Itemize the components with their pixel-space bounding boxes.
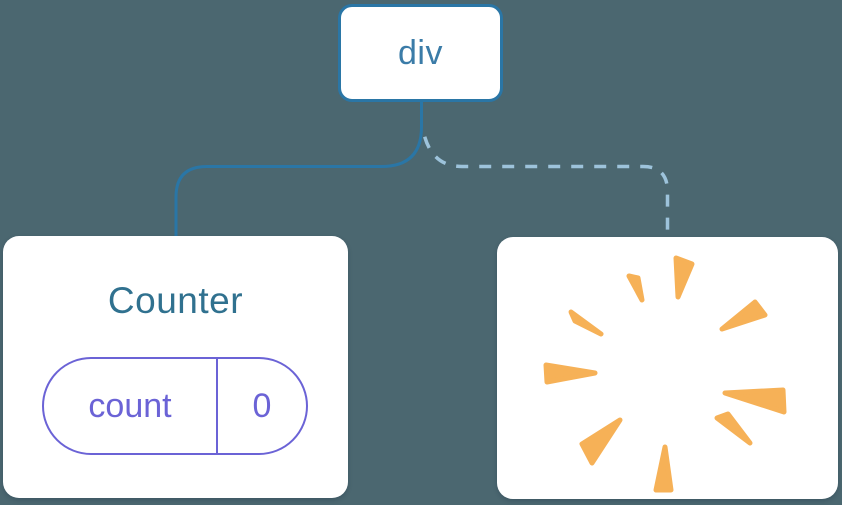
state-pill: count 0 — [42, 357, 308, 455]
dashed-edge — [420, 126, 670, 236]
state-name-label: count — [44, 359, 218, 453]
counter-node-card: Counter count 0 — [3, 236, 348, 498]
state-value-label: 0 — [252, 386, 272, 425]
root-node-div: div — [338, 4, 503, 102]
counter-title: Counter — [107, 280, 244, 321]
removed-node-card — [497, 237, 838, 499]
solid-edge — [174, 102, 423, 237]
poof-icon — [543, 255, 787, 493]
root-node-label: div — [398, 33, 443, 72]
